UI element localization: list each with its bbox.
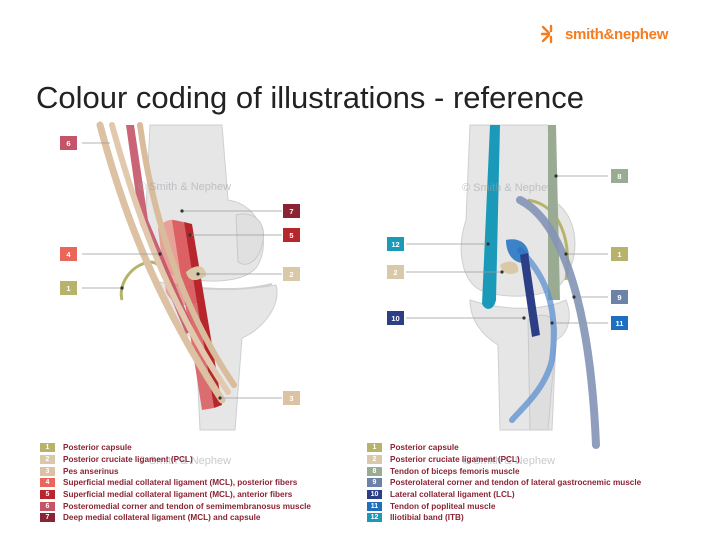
watermark: © Smith & Nephew [462, 182, 556, 194]
right-knee-illustration [406, 124, 608, 449]
right-tag-2: 2 [387, 265, 404, 279]
legend-item: 5 Superficial medial collateral ligament … [40, 489, 311, 501]
left-tag-3: 3 [283, 391, 300, 405]
left-legend: 1 Posterior capsule 2 Posterior cruciate l… [40, 442, 311, 524]
legend-label: Posterior cruciate ligament (PCL) [63, 455, 193, 465]
right-leader-lines [406, 175, 608, 324]
legend-item: 8 Tendon of biceps femoris muscle [367, 465, 641, 477]
left-pcl [186, 266, 206, 281]
watermark: © Smith & Nephew [138, 181, 232, 193]
legend-item: 9 Posterolateral corner and tendon of lat… [367, 477, 641, 489]
legend-item: 10 Lateral collateral ligament (LCL) [367, 489, 641, 501]
right-legend: 1 Posterior capsule 2 Posterior cruciate l… [367, 442, 641, 524]
legend-item: 4 Superficial medial collateral ligament … [40, 477, 311, 489]
left-pes-tendon-3 [137, 122, 237, 388]
legend-swatch: 11 [367, 501, 382, 511]
watermark: © Smith & Nephew [138, 455, 232, 467]
left-leader-dots [120, 209, 222, 400]
legend-swatch: 3 [40, 466, 55, 476]
right-tag-10: 10 [387, 311, 404, 325]
legend-label: Tendon of popliteal muscle [390, 501, 496, 511]
left-tag-5: 5 [283, 228, 300, 242]
legend-swatch: 9 [367, 478, 382, 488]
legend-label: Tendon of biceps femoris muscle [390, 466, 520, 476]
brand-logo: smith&nephew [540, 22, 668, 46]
left-pes-tendon-1 [96, 121, 226, 404]
right-tag-9: 9 [611, 290, 628, 304]
legend-label: Superficial medial collateral ligament (… [63, 490, 293, 500]
page-title: Colour coding of illustrations - referen… [36, 80, 584, 115]
right-tag-1: 1 [611, 247, 628, 261]
legend-label: Posteromedial corner and tendon of semim… [63, 501, 311, 511]
right-biceps-femoris [548, 125, 560, 300]
left-tag-4: 4 [60, 247, 77, 261]
legend-swatch: 1 [40, 443, 55, 453]
right-posterolateral [516, 196, 600, 449]
legend-label: Deep medial collateral ligament (MCL) an… [63, 513, 261, 523]
legend-label: Posterior capsule [390, 443, 459, 453]
left-patella [235, 213, 264, 265]
legend-item: 6 Posteromedial corner and tendon of semi… [40, 500, 311, 512]
right-tag-8: 8 [611, 169, 628, 183]
right-tag-12: 12 [387, 237, 404, 251]
logo-mark-icon [540, 24, 553, 44]
legend-swatch: 8 [367, 466, 382, 476]
legend-item: 1 Posterior capsule [367, 442, 641, 454]
legend-swatch: 1 [367, 443, 382, 453]
left-leader-lines [82, 142, 282, 399]
right-leader-dots [486, 174, 576, 325]
legend-label: Posterior cruciate ligament (PCL) [390, 455, 520, 465]
legend-label: Superficial medial collateral ligament (… [63, 478, 298, 488]
legend-swatch: 7 [40, 513, 55, 523]
legend-item: 11 Tendon of popliteal muscle [367, 500, 641, 512]
legend-item: 2 Posterior cruciate ligament (PCL) [367, 454, 641, 466]
right-lcl [520, 253, 540, 337]
legend-swatch: 2 [367, 455, 382, 465]
legend-swatch: 12 [367, 513, 382, 523]
legend-swatch: 10 [367, 490, 382, 500]
legend-label: Lateral collateral ligament (LCL) [390, 490, 515, 500]
left-semimembranosus [126, 125, 194, 334]
legend-item: 7 Deep medial collateral ligament (MCL) a… [40, 512, 311, 524]
legend-item: 1 Posterior capsule [40, 442, 311, 454]
left-tag-1: 1 [60, 281, 77, 295]
right-pcl [500, 261, 519, 274]
legend-item: 12 Iliotibial band (ITB) [367, 512, 641, 524]
legend-swatch: 4 [40, 478, 55, 488]
left-tag-2: 2 [283, 267, 300, 281]
left-tag-7: 7 [283, 204, 300, 218]
legend-item: 2 Posterior cruciate ligament (PCL) [40, 454, 311, 466]
legend-label: Pes anserinus [63, 466, 119, 476]
legend-label: Iliotibial band (ITB) [390, 513, 464, 523]
legend-label: Posterior capsule [63, 443, 132, 453]
right-popliteus [509, 247, 557, 423]
legend-swatch: 2 [40, 455, 55, 465]
legend-item: 3 Pes anserinus [40, 465, 311, 477]
right-tag-11: 11 [611, 316, 628, 330]
logo-text: smith&nephew [565, 25, 669, 43]
right-itb [482, 125, 500, 309]
legend-swatch: 6 [40, 501, 55, 511]
left-knee-illustration [82, 121, 282, 431]
legend-swatch: 5 [40, 490, 55, 500]
left-tag-6: 6 [60, 136, 77, 150]
legend-label: Posterolateral corner and tendon of late… [390, 478, 642, 488]
watermark: © Smith & Nephew [462, 455, 556, 467]
